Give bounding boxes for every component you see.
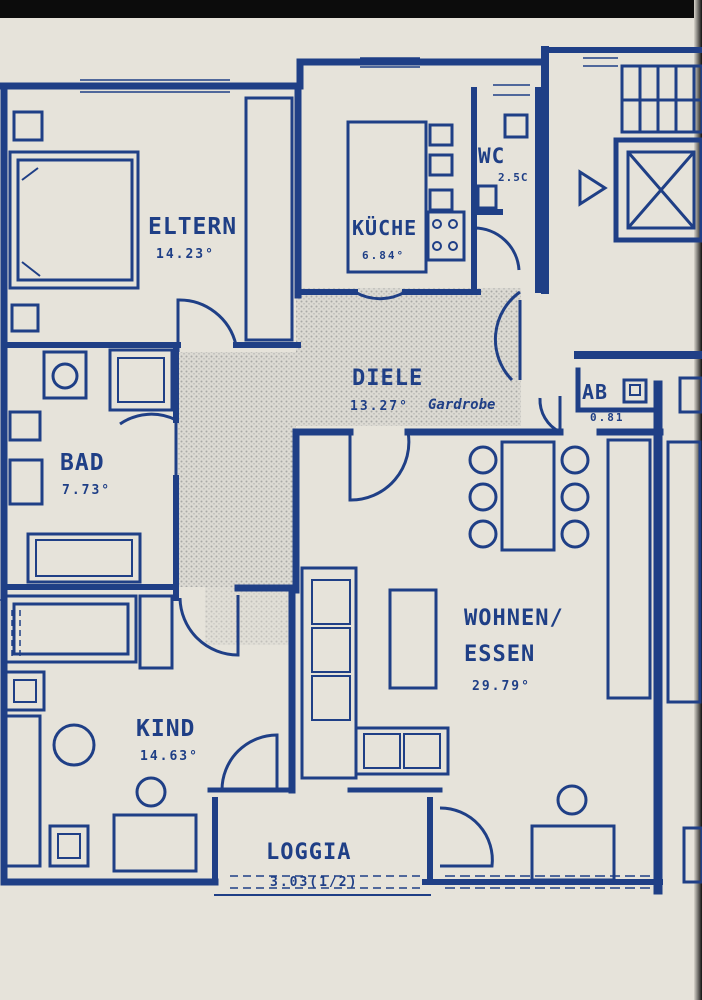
room-bad-name: BAD xyxy=(60,450,105,476)
door-swings xyxy=(119,226,562,868)
room-ab-name: AB xyxy=(582,380,609,404)
photo-top-border xyxy=(0,0,702,18)
photo-right-border xyxy=(694,0,702,1000)
sofa-back xyxy=(300,566,358,780)
washbasin-bad xyxy=(42,350,88,400)
shelf-kind xyxy=(138,594,174,670)
wc-bad xyxy=(8,410,42,442)
door-loggia-wohnen xyxy=(439,806,494,868)
door-loggia-kind xyxy=(220,733,279,791)
stove xyxy=(426,210,466,262)
entry-arrow xyxy=(578,169,608,207)
room-bad-area: 7.73° xyxy=(62,483,112,498)
wc-furniture xyxy=(476,113,529,210)
sideboard xyxy=(606,438,652,700)
coffee-table xyxy=(388,588,438,690)
door-kueche xyxy=(354,290,406,301)
diele-floor-hatch xyxy=(178,288,521,645)
kueche-furniture xyxy=(346,120,466,274)
bed-kind xyxy=(4,594,138,664)
door-bad xyxy=(119,412,178,478)
room-kind-area: 14.63° xyxy=(140,749,199,764)
wall-north-left xyxy=(0,58,549,90)
nightstand-2 xyxy=(10,303,40,333)
room-wc-area: 2.5C xyxy=(498,171,529,184)
bathtub xyxy=(26,532,142,584)
eltern-furniture xyxy=(8,96,294,342)
bad-furniture xyxy=(8,348,174,584)
nightstand-1 xyxy=(12,110,44,142)
room-wc-name: WC xyxy=(478,144,506,168)
armchair-wohnen xyxy=(530,824,616,882)
room-ab-area: 0.81 xyxy=(590,411,625,424)
wardrobe-kind xyxy=(4,714,42,868)
room-kueche-area: 6.84° xyxy=(362,249,406,262)
kitchen-counter xyxy=(346,120,428,274)
room-eltern-name: ELTERN xyxy=(148,214,238,240)
door-wohnen xyxy=(348,431,411,502)
dining-table xyxy=(500,440,556,552)
wall-ab xyxy=(575,367,663,413)
walls xyxy=(0,46,702,896)
table-kind xyxy=(52,723,96,767)
room-wohnen-name: WOHNEN/ xyxy=(464,606,564,631)
wohnen-furniture xyxy=(300,438,702,884)
door-wc xyxy=(472,226,521,272)
kind-furniture xyxy=(4,594,198,873)
room-loggia-area: 3.03(1/2) xyxy=(270,875,359,890)
annotation-garderobe: Gardrobe xyxy=(428,397,496,413)
room-kueche-name: KÜCHE xyxy=(352,216,418,240)
room-wohnen-area: 29.79° xyxy=(472,679,531,694)
room-wohnen-name-2: ESSEN xyxy=(464,642,536,667)
room-diele-area: 13.27° xyxy=(350,399,409,414)
door-eltern xyxy=(176,298,238,352)
stair-core xyxy=(578,64,702,243)
room-loggia-name: LOGGIA xyxy=(266,840,352,865)
wall-kind-east xyxy=(234,584,296,794)
door-entry xyxy=(493,290,522,382)
windows xyxy=(0,57,650,889)
cabinet-bad xyxy=(8,458,44,506)
sofa-seat xyxy=(354,726,450,776)
room-kind-name: KIND xyxy=(136,716,196,742)
wall-loggia-frame xyxy=(212,797,433,883)
ab-furniture xyxy=(622,376,702,414)
shower-tray xyxy=(108,348,174,412)
desk-kind xyxy=(112,813,198,873)
room-eltern-area: 14.23° xyxy=(156,247,215,262)
door-ab xyxy=(538,396,562,434)
wardrobe-eltern xyxy=(244,96,294,342)
bed-eltern xyxy=(8,150,140,290)
door-kind xyxy=(178,595,240,657)
room-diele-name: DIELE xyxy=(352,366,424,391)
elevator xyxy=(613,137,702,243)
